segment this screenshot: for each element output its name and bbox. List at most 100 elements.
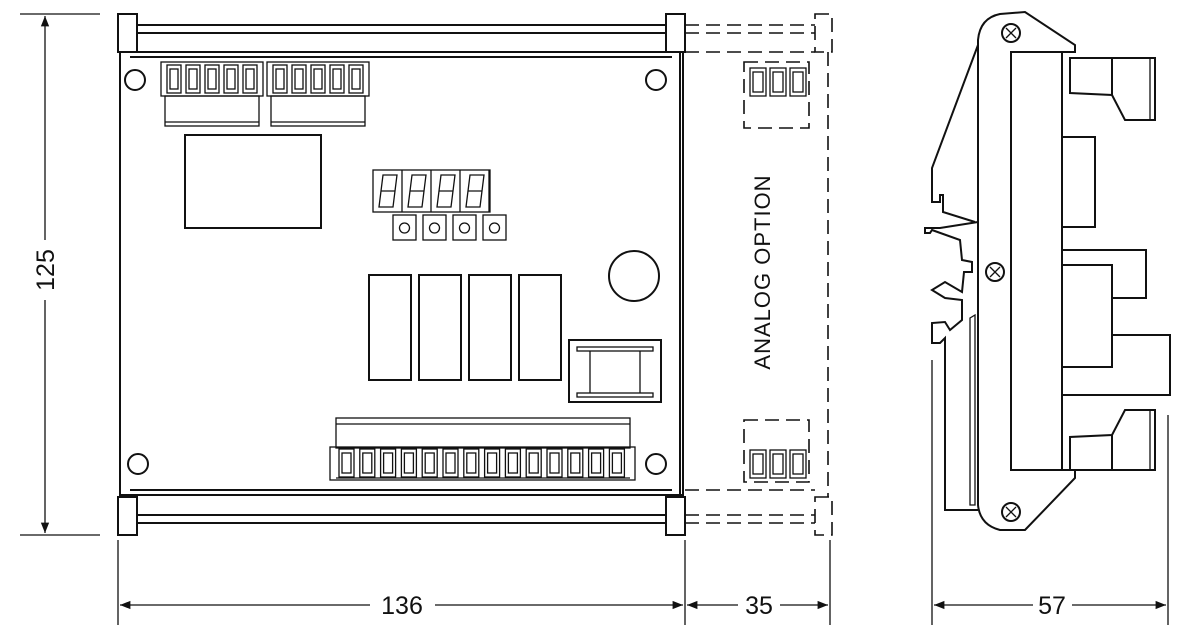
terminal-slot (204, 64, 220, 94)
height-dimension: 125 (20, 13, 100, 536)
terminal-slot (546, 448, 563, 478)
button-cap (488, 222, 501, 234)
digit-segments (436, 174, 456, 208)
side-view (924, 10, 1171, 531)
terminal-slot-inner (226, 68, 236, 90)
terminal-slot-inner (772, 71, 784, 93)
transformer (568, 339, 662, 403)
terminal-slot (749, 67, 767, 97)
terminal-slot-inner (403, 452, 415, 474)
relay (368, 274, 412, 381)
terminal-slot (166, 64, 182, 94)
terminal-slot (769, 67, 787, 97)
terminal-slot-inner (611, 452, 623, 474)
mounting-hole (645, 69, 667, 91)
terminal-slot-inner (207, 68, 217, 90)
mounting-hole (127, 453, 149, 475)
terminal-slot-inner (549, 452, 560, 474)
terminal-slot (272, 64, 288, 94)
terminal-slot (291, 64, 307, 94)
terminal-block-base (270, 95, 366, 127)
relay (418, 274, 462, 381)
component-block (184, 134, 322, 229)
buzzer (608, 250, 660, 302)
button-cap (458, 222, 471, 234)
analog-option-module: ANALOG OPTION (685, 13, 833, 536)
terminal-slot-inner (245, 68, 255, 90)
terminal-slot-inner (362, 452, 373, 474)
seven-segment-display (372, 169, 491, 213)
relay (518, 274, 562, 381)
screw-icon (1001, 23, 1021, 43)
bottom-rail (117, 489, 686, 536)
terminal-slot-inner (351, 68, 361, 90)
terminal-block-base (164, 95, 260, 127)
main-width-label: 136 (381, 592, 423, 620)
terminal-block (266, 61, 370, 97)
button (452, 214, 477, 241)
terminal-slot-inner (188, 68, 198, 90)
terminal-slot-inner (590, 452, 602, 474)
terminal-slot (749, 449, 767, 479)
terminal-slot (567, 448, 584, 478)
terminal-slot-inner (169, 68, 179, 90)
terminal-slot-inner (752, 453, 764, 475)
main-unit-front-view (117, 13, 686, 536)
terminal-slot (789, 449, 807, 479)
button (422, 214, 447, 241)
terminal-slot-inner (752, 71, 764, 93)
digit-segments (465, 174, 485, 208)
terminal-slot (338, 448, 355, 478)
analog-option-label: ANALOG OPTION (750, 174, 775, 369)
terminal-slot-inner (772, 453, 784, 475)
mounting-hole (124, 69, 146, 91)
terminal-slot-inner (332, 68, 342, 90)
terminal-slot (789, 67, 807, 97)
terminal-slot-inner (466, 452, 477, 474)
terminal-slot-inner (792, 453, 804, 475)
top-terminal-blocks (160, 61, 370, 127)
depth-label: 57 (1038, 592, 1066, 620)
screw-icon (985, 262, 1005, 282)
option-width-label: 35 (745, 592, 773, 620)
push-buttons (392, 214, 507, 241)
mounting-hole (645, 453, 667, 475)
terminal-slot (348, 64, 364, 94)
relay (468, 274, 512, 381)
relays (368, 274, 562, 381)
button (482, 214, 507, 241)
terminal-slot (400, 448, 418, 478)
terminal-slot-inner (424, 452, 435, 474)
height-label: 125 (32, 249, 60, 291)
terminal-slot-inner (570, 452, 581, 474)
terminal-slot (379, 448, 397, 478)
terminal-slot (421, 448, 438, 478)
terminal-slot-inner (528, 452, 539, 474)
digit-segments (407, 174, 427, 208)
terminal-slot (442, 448, 459, 478)
terminal-slot-inner (313, 68, 323, 90)
terminal-slot-inner (792, 71, 804, 93)
terminal-slot (359, 448, 376, 478)
terminal-slot-inner (294, 68, 304, 90)
terminal-slot-inner (382, 452, 394, 474)
terminal-slot (310, 64, 326, 94)
terminal-slot (504, 448, 522, 478)
terminal-slot (463, 448, 480, 478)
terminal-slot (242, 64, 258, 94)
terminal-block (160, 61, 264, 97)
bottom-terminal-strip (329, 417, 636, 481)
width-dimensions: 136 35 57 (117, 360, 1169, 625)
terminal-slot (587, 448, 605, 478)
button-cap (428, 222, 441, 234)
terminal-slot (769, 449, 787, 479)
button (392, 214, 417, 241)
terminal-slot-inner (445, 452, 456, 474)
terminal-slot (525, 448, 542, 478)
terminal-slot (483, 448, 501, 478)
terminal-slot-inner (341, 452, 352, 474)
terminal-slot (608, 448, 626, 478)
button-cap (398, 222, 411, 234)
terminal-slot (329, 64, 345, 94)
